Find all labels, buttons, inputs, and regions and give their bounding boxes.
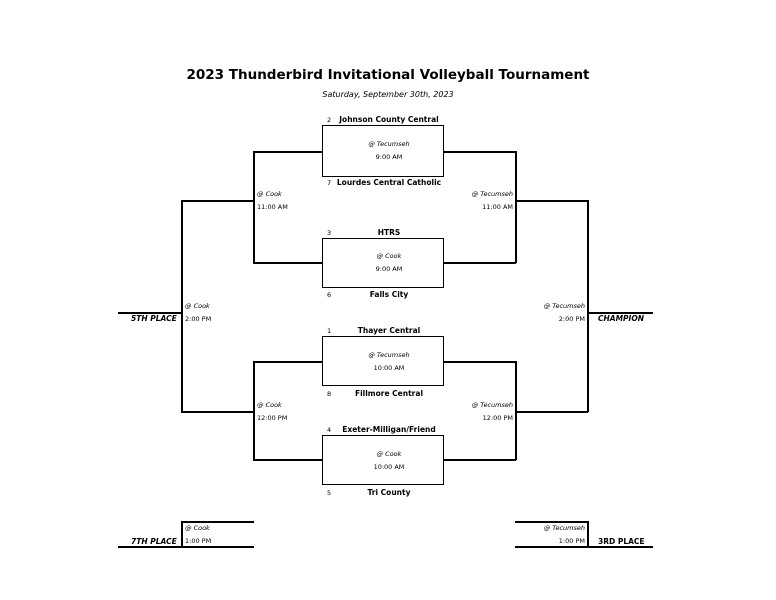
game-time: 11:00 AM xyxy=(482,203,513,211)
bracket-line xyxy=(587,200,589,412)
game-location: @ Cook xyxy=(376,450,402,458)
page-title: 2023 Thunderbird Invitational Volleyball… xyxy=(186,67,590,83)
game-box xyxy=(322,435,444,485)
team-name: Exeter-Milligan/Friend xyxy=(342,425,436,434)
game-time: 2:00 PM xyxy=(185,315,212,323)
bracket-line xyxy=(253,151,255,263)
game-location: @ Cook xyxy=(257,401,282,409)
team-name: Thayer Central xyxy=(357,326,421,335)
game-box xyxy=(322,125,444,177)
bracket-line xyxy=(181,200,254,202)
game-location: @ Tecumseh xyxy=(368,140,410,148)
seventh-place-label: 7TH PLACE xyxy=(131,537,177,546)
game-location: @ Tecumseh xyxy=(543,302,585,310)
bracket-line xyxy=(253,361,255,460)
game-location: @ Cook xyxy=(185,524,210,532)
team-name: Lourdes Central Catholic xyxy=(336,178,442,187)
game-location: @ Tecumseh xyxy=(471,401,513,409)
game-location: @ Tecumseh xyxy=(368,351,410,359)
seed-label: 7 xyxy=(327,179,332,187)
game-time: 9:00 AM xyxy=(375,153,403,161)
team-name: HTRS xyxy=(377,228,401,237)
bracket-line xyxy=(118,312,182,314)
game-location: @ Tecumseh xyxy=(471,190,513,198)
bracket-line xyxy=(253,262,323,264)
seed-label: 1 xyxy=(327,327,332,335)
game-time: 12:00 PM xyxy=(257,414,288,422)
seed-label: 5 xyxy=(327,489,332,497)
seed-label: 8 xyxy=(327,390,332,398)
third-place-label: 3RD PLACE xyxy=(598,537,645,546)
team-name: Fillmore Central xyxy=(354,389,424,398)
game-time: 10:00 AM xyxy=(373,463,405,471)
game-box xyxy=(322,336,444,386)
seed-label: 6 xyxy=(327,291,332,299)
bracket-line xyxy=(181,200,183,412)
seed-label: 2 xyxy=(327,116,332,124)
bracket-line xyxy=(515,151,517,263)
bracket-line xyxy=(444,151,516,153)
bracket-line xyxy=(515,521,588,523)
game-time: 2:00 PM xyxy=(558,315,585,323)
game-location: @ Cook xyxy=(257,190,282,198)
game-time: 11:00 AM xyxy=(257,203,288,211)
game-location: @ Cook xyxy=(185,302,210,310)
bracket-line xyxy=(444,459,516,461)
seed-label: 4 xyxy=(327,426,332,434)
bracket-line xyxy=(444,262,516,264)
bracket-line xyxy=(181,521,254,523)
game-time: 1:00 PM xyxy=(558,537,585,545)
bracket-line xyxy=(515,200,588,202)
team-name: Falls City xyxy=(369,290,409,299)
bracket-line xyxy=(587,312,653,314)
game-location: @ Tecumseh xyxy=(543,524,585,532)
team-name: Tri County xyxy=(367,488,411,497)
bracket-line xyxy=(587,521,589,547)
bracket-line xyxy=(181,411,254,413)
bracket-line xyxy=(515,411,588,413)
game-time: 9:00 AM xyxy=(375,265,403,273)
bracket-line xyxy=(253,459,323,461)
game-time: 1:00 PM xyxy=(185,537,212,545)
team-name: Johnson County Central xyxy=(339,115,439,124)
bracket-line xyxy=(181,521,183,547)
bracket-line xyxy=(515,546,653,548)
bracket-line xyxy=(253,361,323,363)
bracket-line xyxy=(515,361,517,460)
fifth-place-label: 5TH PLACE xyxy=(131,314,177,323)
game-box xyxy=(322,238,444,288)
bracket-line xyxy=(118,546,254,548)
bracket-line xyxy=(444,361,516,363)
game-time: 12:00 PM xyxy=(482,414,513,422)
game-time: 10:00 AM xyxy=(373,364,405,372)
seed-label: 3 xyxy=(327,229,332,237)
page-subtitle: Saturday, September 30th, 2023 xyxy=(322,90,454,99)
game-location: @ Cook xyxy=(376,252,402,260)
bracket-line xyxy=(253,151,323,153)
champion-label: CHAMPION xyxy=(598,314,644,323)
